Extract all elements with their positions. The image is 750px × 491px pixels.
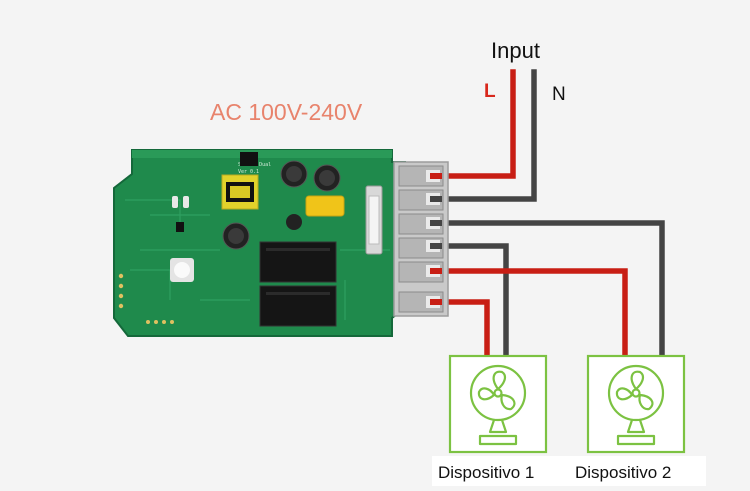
wire-neutral-device2 [434,220,665,358]
wire-input-neutral [434,69,537,202]
led-2 [183,196,189,208]
voltage-label: AC 100V-240V [210,99,363,125]
fan-icon [607,364,665,446]
wires [434,69,665,358]
wire-neutral-device1 [434,243,509,358]
pin-header [118,273,174,324]
device-2 [586,354,686,454]
pcb-board: Sonoff Dual Ver 0.1 [113,149,406,337]
led-1 [172,196,178,208]
capacitor-small [286,214,302,230]
neutral-label: N [552,84,566,105]
wire-line-device1 [434,299,490,358]
device-1-label: Dispositivo 1 [438,463,534,482]
device-2-label: Dispositivo 2 [575,463,671,482]
varistor [305,195,345,217]
input-label: Input [491,38,540,63]
chip-small [176,222,184,232]
wire-line-device2 [434,268,628,358]
line-label: L [484,81,496,102]
terminal-block [393,161,449,317]
silk-version: Ver 0.1 [238,169,259,175]
wire-input-line [434,69,516,179]
regulator-chip [240,152,258,166]
device-1 [448,354,548,454]
device-1-frame [448,354,548,454]
device-2-frame [586,354,686,454]
fan-icon [469,364,527,446]
device-label-strip [432,456,706,486]
pcb-traces [125,199,390,320]
